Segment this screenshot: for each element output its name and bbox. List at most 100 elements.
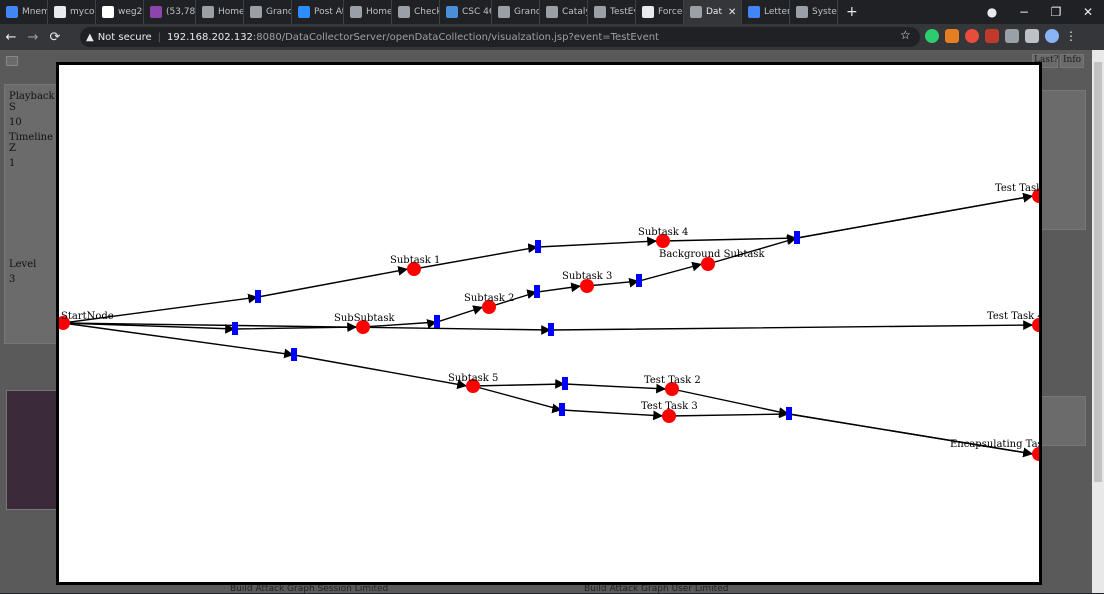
- edge-midpoint-marker[interactable]: [255, 290, 261, 303]
- extensions-icon[interactable]: [1025, 29, 1039, 43]
- warning-icon[interactable]: ▲: [86, 31, 94, 43]
- graph-edge: [472, 385, 664, 421]
- browser-tab[interactable]: Check: [392, 0, 440, 24]
- bookmark-star-icon[interactable]: ☆: [900, 28, 911, 42]
- node-label-subtask4: Subtask 4: [638, 227, 688, 238]
- tab-list: Mnemmyconweg2v(53,781HomeGrandFPost AtHo…: [0, 0, 838, 24]
- orange-extension-icon[interactable]: [945, 29, 959, 43]
- browser-tab[interactable]: Catalys: [540, 0, 588, 24]
- node-label-test2: Test Task 2: [644, 375, 701, 386]
- graph-node-subtask4[interactable]: [656, 234, 670, 248]
- forward-button[interactable]: →: [27, 29, 39, 45]
- url-path[interactable]: :8080/DataCollectorServer/openDataCollec…: [252, 31, 659, 43]
- puzzle-extension-icon[interactable]: [1005, 29, 1019, 43]
- browser-tab[interactable]: weg2v: [96, 0, 144, 24]
- tab-label: Force-: [658, 7, 684, 17]
- browser-tab[interactable]: mycon: [48, 0, 96, 24]
- browser-tab[interactable]: CSC 46: [440, 0, 492, 24]
- tab-favicon-icon: [398, 6, 410, 18]
- browser-tab[interactable]: Force-: [636, 0, 684, 24]
- back-button[interactable]: ←: [5, 29, 17, 45]
- node-label-subtask1: Subtask 1: [390, 255, 440, 266]
- browser-tab[interactable]: Home: [196, 0, 244, 24]
- level-value[interactable]: 3: [9, 274, 16, 285]
- pdf-extension-icon[interactable]: [985, 29, 999, 43]
- restore-button[interactable]: ❐: [1050, 5, 1062, 19]
- edge-midpoint-marker[interactable]: [534, 285, 540, 298]
- url-host[interactable]: 192.168.202.132: [167, 31, 253, 43]
- playback-label: Playback S: [9, 91, 55, 113]
- minimize-button[interactable]: −: [1018, 5, 1030, 19]
- address-bar[interactable]: ▲ Not secure | 192.168.202.132:8080/Data…: [80, 27, 920, 47]
- browser-tab[interactable]: TestEve: [588, 0, 636, 24]
- profile-icon[interactable]: ●: [986, 5, 998, 19]
- graph-node-testtask[interactable]: [1032, 189, 1039, 203]
- node-label-test3: Test Task 3: [641, 401, 698, 412]
- edge-midpoint-marker[interactable]: [548, 323, 554, 336]
- browser-tab[interactable]: GrandF: [492, 0, 540, 24]
- tab-label: Letter: [764, 7, 790, 17]
- close-tab-icon[interactable]: ✕: [727, 6, 737, 18]
- browser-tab[interactable]: Mnem: [0, 0, 48, 24]
- edge-midpoint-marker[interactable]: [786, 407, 792, 420]
- edge-midpoint-marker[interactable]: [559, 403, 565, 416]
- graph-node-subtask2[interactable]: [482, 300, 496, 314]
- menu-toggle[interactable]: [6, 56, 18, 66]
- edge-midpoint-marker[interactable]: [636, 274, 642, 287]
- browser-tab[interactable]: Post At: [292, 0, 344, 24]
- profile-avatar-icon[interactable]: [1045, 29, 1059, 43]
- address-separator: |: [157, 31, 162, 43]
- tab-label: GrandF: [514, 7, 539, 17]
- tab-favicon-icon: [150, 6, 162, 18]
- last-button-label: Last?: [1034, 55, 1059, 65]
- node-label-test4: Test Task 4: [987, 311, 1039, 322]
- graph-node-subsubtask[interactable]: [356, 320, 370, 334]
- shield-extension-icon[interactable]: [925, 29, 939, 43]
- security-label[interactable]: Not secure: [97, 31, 152, 43]
- graph-node-background[interactable]: [701, 257, 715, 271]
- tab-label: Check: [414, 7, 440, 17]
- reload-button[interactable]: ⟳: [49, 29, 61, 45]
- tab-favicon-icon: [690, 6, 702, 18]
- edge-midpoint-marker[interactable]: [535, 240, 541, 253]
- tab-favicon-icon: [202, 6, 214, 18]
- playback-value[interactable]: 10: [9, 117, 22, 128]
- edge-midpoint-marker[interactable]: [562, 377, 568, 390]
- desktop-thumbnail[interactable]: [6, 390, 58, 510]
- graph-node-test2[interactable]: [665, 382, 679, 396]
- timeline-value[interactable]: 1: [9, 158, 16, 169]
- legend-panel: [1040, 90, 1086, 230]
- task-graph: StartNode Subtask 1 Subtask 4 SubSubtask…: [59, 183, 1039, 461]
- graph-edge: [62, 322, 468, 390]
- edge-midpoint-marker[interactable]: [434, 315, 440, 328]
- browser-tab[interactable]: GrandF: [244, 0, 292, 24]
- menu-icon[interactable]: ⋮: [1065, 29, 1077, 43]
- graph-node-subtask1[interactable]: [407, 262, 421, 276]
- graph-node-subtask3[interactable]: [580, 279, 594, 293]
- browser-tab[interactable]: Home: [344, 0, 392, 24]
- edge-midpoint-marker[interactable]: [291, 348, 297, 361]
- tab-favicon-icon: [546, 6, 558, 18]
- edge-midpoint-marker[interactable]: [232, 322, 238, 335]
- tab-label: Dat: [706, 7, 722, 17]
- close-window-button[interactable]: ✕: [1082, 5, 1094, 19]
- tab-favicon-icon: [102, 6, 114, 18]
- info-button[interactable]: Info: [1060, 54, 1084, 68]
- edge-midpoint-marker[interactable]: [794, 231, 800, 244]
- graph-node-subtask5[interactable]: [466, 379, 480, 393]
- browser-tab[interactable]: Dat ✕: [684, 0, 742, 24]
- graph-node-test3[interactable]: [662, 409, 676, 423]
- timeline-label: Timeline Z: [9, 132, 54, 154]
- graph-node-start[interactable]: [59, 316, 70, 330]
- node-label-encap: Encapsulating Task: [950, 439, 1039, 450]
- scrollbar-thumb[interactable]: [1094, 62, 1102, 482]
- hand-extension-icon[interactable]: [965, 29, 979, 43]
- extensions-area: ⋮: [925, 29, 1079, 43]
- browser-tab[interactable]: Letter: [742, 0, 790, 24]
- new-tab-button[interactable]: +: [846, 4, 858, 20]
- page-scrollbar[interactable]: [1092, 50, 1104, 593]
- graph-node-test4[interactable]: [1032, 318, 1039, 332]
- graph-node-encap[interactable]: [1032, 447, 1039, 461]
- browser-tab[interactable]: System: [790, 0, 838, 24]
- browser-tab[interactable]: (53,781: [144, 0, 196, 24]
